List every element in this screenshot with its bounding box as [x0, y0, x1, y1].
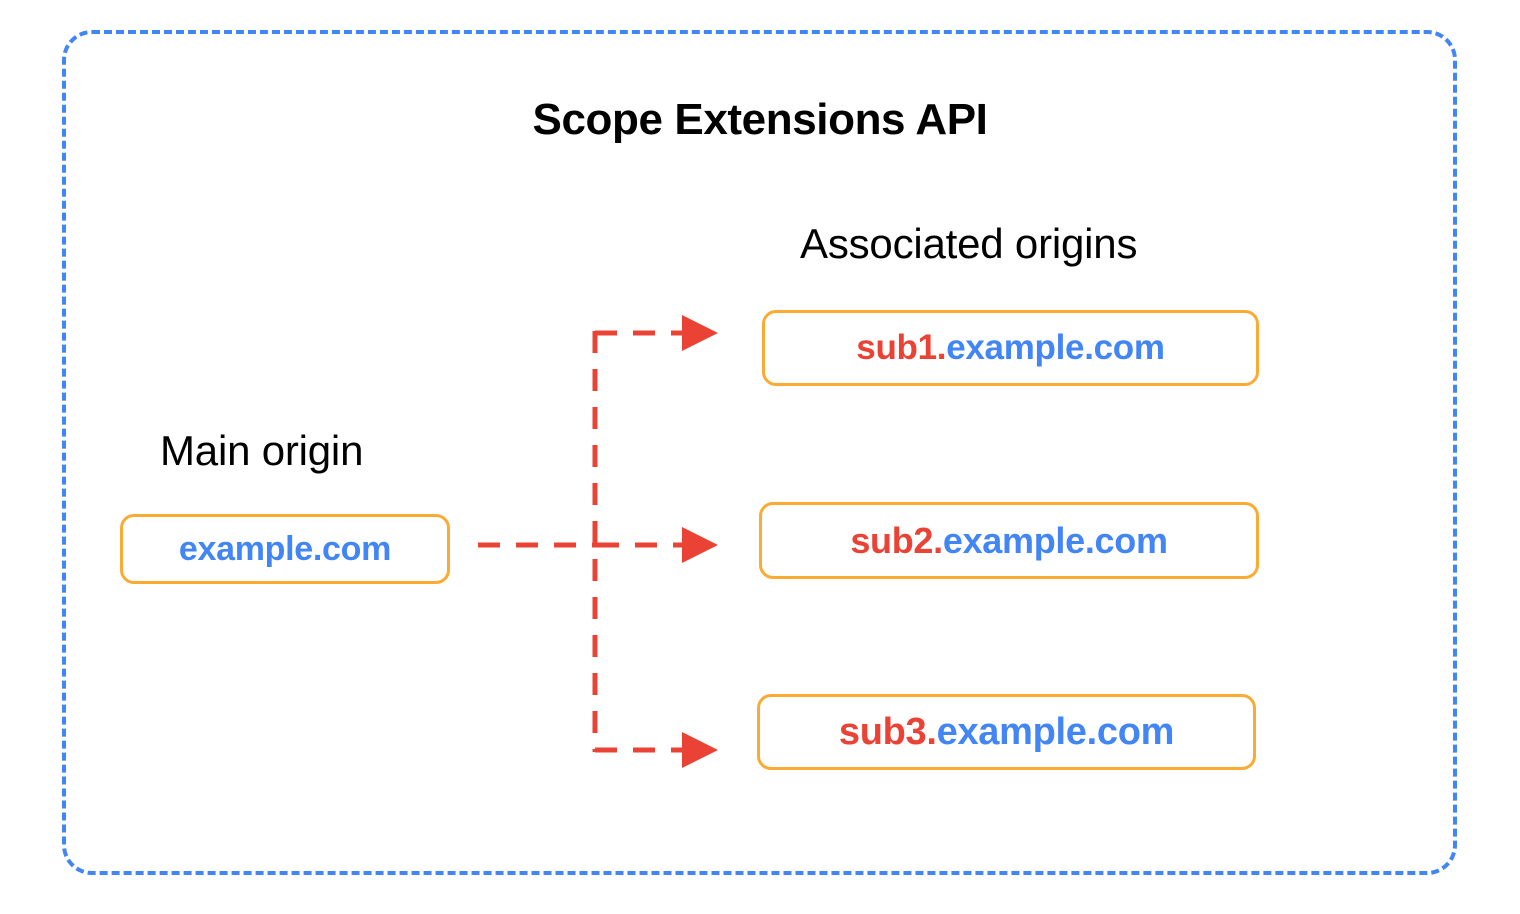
associated-origin-domain-text-3: example.com [936, 710, 1175, 753]
associated-origin-separator-1: . [936, 328, 947, 367]
main-origin-label: Main origin [160, 427, 364, 474]
main-origin-domain-text: example.com [178, 529, 392, 568]
associated-origin-box-1: sub1.example.com [762, 310, 1259, 386]
associated-origin-domain-text-1: example.com [946, 328, 1165, 367]
associated-origin-box-3: sub3.example.com [757, 694, 1256, 770]
associated-origin-sub-text-2: sub2 [850, 519, 934, 561]
scope-extensions-frame [62, 30, 1457, 875]
main-origin-box: example.com [120, 514, 450, 584]
associated-origin-domain-text-2: example.com [942, 519, 1168, 561]
associated-origin-sub-text-1: sub1 [856, 328, 937, 367]
associated-origin-separator-2: . [933, 519, 943, 561]
page-title: Scope Extensions API [532, 95, 988, 144]
associated-origin-sub-text-3: sub3 [838, 710, 927, 753]
associated-origins-label: Associated origins [800, 220, 1138, 267]
associated-origin-separator-3: . [926, 710, 937, 753]
associated-origin-box-2: sub2.example.com [759, 502, 1259, 579]
